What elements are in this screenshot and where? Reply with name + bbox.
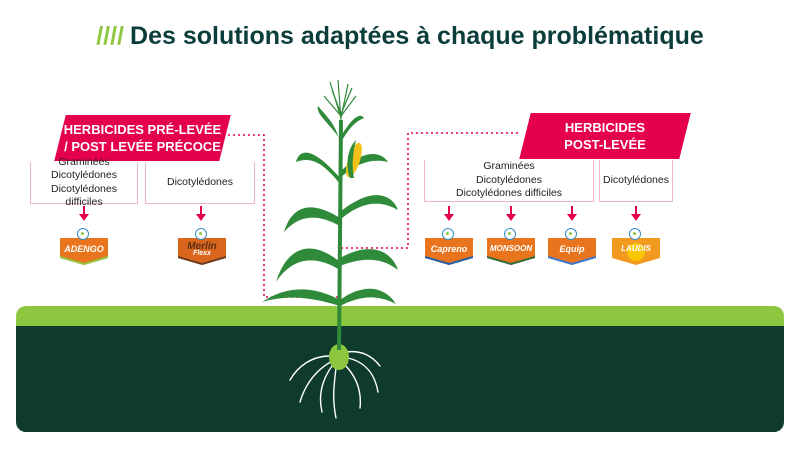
tassel [323, 79, 357, 121]
product-sub: Flexx [193, 250, 211, 257]
left-group-2-line: Dicotylédones [167, 175, 233, 188]
right-connector [338, 132, 518, 249]
title-slashes: //// [96, 22, 125, 50]
plant-stem [337, 119, 343, 351]
left-group-2: Dicotylédones [145, 162, 255, 204]
left-group-1-line: Graminées [58, 155, 110, 168]
bayer-logo-icon [77, 228, 89, 240]
left-group-1-line: Dicotylédones difficiles [51, 182, 117, 209]
product-capreno: Capreno [423, 228, 475, 265]
product-monsoon: MONSOON [485, 228, 537, 265]
left-group-1-line: Dicotylédones [51, 169, 117, 181]
left-banner-line2: / POST LEVÉE PRÉCOCE [64, 139, 221, 154]
product-name: LAUDIS [621, 244, 651, 253]
right-group-2: Dicotylédones [599, 160, 673, 202]
product-name: Equip [559, 244, 585, 254]
bayer-logo-icon [195, 228, 207, 240]
soil-band [16, 312, 784, 432]
bayer-logo-icon [504, 228, 516, 240]
left-banner-line1: HERBICIDES PRÉ-LEVÉE [63, 122, 222, 137]
right-banner-line1: HERBICIDES [564, 120, 646, 135]
product-name: ADENGO [64, 244, 104, 254]
page-title: ////Des solutions adaptées à chaque prob… [0, 22, 800, 51]
plant-leaves [262, 106, 398, 306]
left-banner: HERBICIDES PRÉ-LEVÉE / POST LEVÉE PRÉCOC… [54, 115, 231, 161]
right-group-2-line: Dicotylédones [603, 173, 669, 186]
product-name: MONSOON [489, 244, 533, 253]
right-group-1-line: Dicotylédones [476, 173, 542, 186]
product-laudis: LAUDIS [610, 228, 662, 265]
bayer-logo-icon [565, 228, 577, 240]
plant-roots [289, 350, 381, 419]
right-banner: HERBICIDES POST-LEVÉE [519, 113, 691, 159]
left-group-1: Graminées Dicotylédones Dicotylédones di… [30, 156, 138, 208]
seed [329, 344, 349, 370]
product-name: Capreno [430, 244, 468, 254]
bayer-logo-icon [629, 228, 641, 240]
product-adengo: ADENGO [58, 228, 110, 265]
right-group-1: Graminées Dicotylédones Dicotylédones di… [424, 160, 594, 202]
right-group-1-line: Dicotylédones difficiles [455, 187, 563, 200]
right-banner-line2: POST-LEVÉE [564, 137, 646, 152]
title-text: Des solutions adaptées à chaque probléma… [130, 22, 704, 50]
right-group-1-line: Graminées [483, 160, 535, 173]
product-equip: Equip [546, 228, 598, 265]
bayer-logo-icon [442, 228, 454, 240]
